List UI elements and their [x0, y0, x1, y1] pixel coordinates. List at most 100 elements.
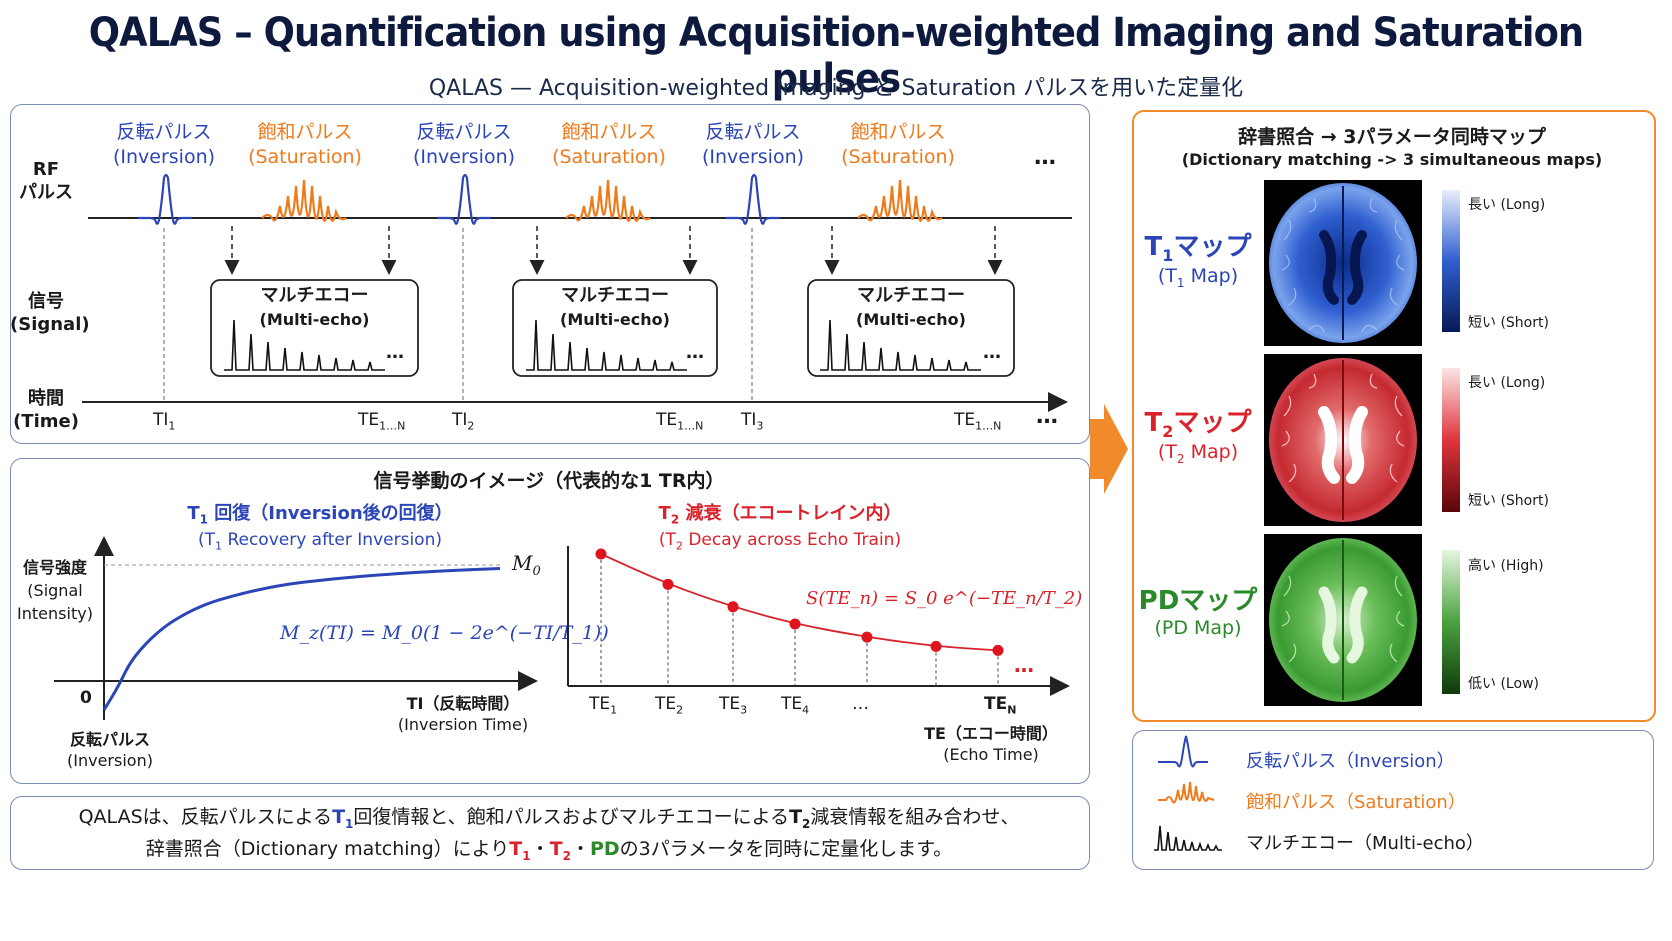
- multiecho-label-2: マルチエコー(Multi-echo): [560, 285, 670, 330]
- pd-colorbar-bottom: 低い (Low): [1468, 676, 1539, 692]
- te-label-3: TE1…N: [954, 410, 1002, 433]
- t2-decay-point: [789, 618, 801, 630]
- t1-recovery-chart: [54, 536, 538, 720]
- footer-text: QALASは、反転パルスによるT1回復情報と、飽和パルスおよびマルチエコーによる…: [78, 806, 1020, 863]
- pd-colorbar: [1442, 550, 1460, 694]
- t2-decay-point: [861, 631, 873, 643]
- saturation-label-3: 飽和パルス(Saturation): [841, 121, 955, 168]
- inversion-pulse-1: [138, 173, 192, 225]
- inversion-label-3: 反転パルス(Inversion): [701, 121, 805, 168]
- zero-label: 0: [80, 688, 92, 708]
- legend-inversion: 反転パルス（Inversion）: [1246, 751, 1455, 772]
- legend-panel: [1132, 730, 1654, 870]
- time-label-jp: 時間: [28, 388, 64, 409]
- signal-label-en: (Signal): [10, 314, 90, 336]
- t2-decay-point: [930, 640, 942, 652]
- saturation-pulse-2: [565, 179, 651, 222]
- te-tick-label: TE1: [589, 694, 618, 717]
- footer-panel: [10, 796, 1090, 870]
- pd-brain-image: [1269, 538, 1417, 702]
- page-subtitle: QALAS — Acquisition-weighted Imaging と S…: [428, 76, 1244, 101]
- time-ellipsis: …: [1036, 404, 1058, 429]
- t1-map-label: T1マップ (T1 Map): [1144, 232, 1252, 290]
- t2-decay-point: [727, 601, 739, 613]
- saturation-label-2: 飽和パルス(Saturation): [552, 121, 666, 168]
- t2-formula: S(TE_n) = S_0 e^(−TE_n/T_2): [806, 588, 1083, 609]
- sequence-ellipsis-top: …: [1034, 145, 1056, 170]
- echo-train-2: [526, 319, 687, 371]
- te-label-1: TE1…N: [358, 410, 406, 433]
- pd-map-label: PDマップ (PD Map): [1138, 586, 1258, 639]
- t2-decay-point: [595, 548, 607, 560]
- signal-panel-title: 信号挙動のイメージ（代表的な1 TR内）: [373, 470, 725, 492]
- t1-colorbar: [1442, 190, 1460, 332]
- inversion-legend-icon: [1158, 735, 1208, 768]
- t1-formula: M_z(TI) = M_0(1 − 2e^(−TI/T_1)): [280, 622, 609, 644]
- flow-arrow-icon: [1090, 404, 1128, 494]
- echo-train-1: [224, 319, 385, 371]
- saturation-pulse-1: [261, 179, 347, 222]
- te-tick-label: TE2: [655, 694, 684, 717]
- echo-train: [224, 319, 981, 371]
- m0-label: M0: [512, 551, 541, 579]
- t1-recovery-curve: [102, 566, 501, 711]
- sequence-panel: [10, 104, 1090, 444]
- multiecho-box-1: [210, 279, 419, 377]
- time-label-en: (Time): [13, 411, 79, 433]
- multiecho-legend-icon: [1154, 825, 1222, 851]
- page-title: QALAS – Quantification using Acquisition…: [88, 10, 1584, 102]
- inversion-pulse-2: [437, 173, 491, 225]
- te-x-label: TE（エコー時間）(Echo Time): [924, 724, 1058, 764]
- ti-label-1: TI1: [153, 410, 176, 433]
- te-tick-label: TE3: [719, 694, 748, 717]
- t2-decay-ellipsis: …: [1014, 653, 1034, 677]
- t2-decay-curve: [600, 553, 999, 652]
- t1-brain-map: [1264, 180, 1422, 346]
- multiecho-ellipsis-3: …: [983, 342, 1001, 363]
- te-label-2: TE1…N: [656, 410, 704, 433]
- inversion-label-2: 反転パルス(Inversion): [412, 121, 516, 168]
- inversion-label-1: 反転パルス(Inversion): [112, 121, 216, 168]
- legend-icons: [1154, 735, 1222, 851]
- t2-map-label: T2マップ (T2 Map): [1144, 408, 1252, 466]
- t2-colorbar: [1442, 368, 1460, 512]
- signal-panel: [10, 458, 1090, 784]
- te-tick-label: …: [852, 694, 869, 714]
- multiecho-ellipsis-1: …: [386, 342, 404, 363]
- t2-title: T2 減衰（エコートレイン内）(T2 Decay across Echo Tra…: [658, 503, 902, 553]
- legend-multiecho: マルチエコー（Multi-echo）: [1246, 833, 1484, 854]
- ti-x-label: TI（反転時間）(Inversion Time): [397, 694, 529, 734]
- ti-label-3: TI3: [741, 410, 764, 433]
- inversion-point-label: 反転パルス(Inversion): [67, 730, 153, 770]
- t2-decay-point: [662, 578, 674, 590]
- signal-label: 信号 (Signal): [10, 290, 90, 337]
- multiecho-label-3: マルチエコー(Multi-echo): [856, 285, 966, 330]
- echo-train-3: [820, 319, 981, 371]
- t2-brain-map: [1264, 354, 1422, 526]
- t1-colorbar-bottom: 短い (Short): [1468, 315, 1549, 331]
- multiecho-label-1: マルチエコー(Multi-echo): [259, 285, 370, 330]
- pd-colorbar-top: 高い (High): [1468, 558, 1544, 574]
- saturation-label-1: 飽和パルス(Saturation): [248, 121, 362, 168]
- t2-brain-image: [1269, 358, 1417, 522]
- saturation-pulse-3: [857, 179, 943, 222]
- multiecho-ellipsis-2: …: [686, 342, 704, 363]
- maps-subtitle: (Dictionary matching -> 3 simultaneous m…: [1181, 150, 1603, 169]
- t1-colorbar-top: 長い (Long): [1468, 197, 1546, 213]
- t1-brain-image: [1269, 183, 1417, 343]
- inversion-pulse-3: [726, 173, 780, 225]
- maps-title: 辞書照合 → 3パラメータ同時マップ: [1238, 126, 1546, 148]
- saturation-legend-icon: [1158, 781, 1215, 804]
- t2-decay-point: [992, 644, 1004, 656]
- t2-decay-chart: …: [567, 546, 1070, 696]
- time-label: 時間 (Time): [10, 387, 82, 434]
- multiecho-box-3: [807, 279, 1015, 377]
- signal-label-jp: 信号: [28, 291, 64, 312]
- t2-colorbar-bottom: 短い (Short): [1468, 493, 1549, 509]
- sequence-diagram: [82, 173, 1072, 412]
- t1-title: T1 回復（Inversion後の回復）(T1 Recovery after I…: [187, 503, 453, 553]
- multiecho-box-2: [512, 279, 718, 377]
- te-tick-label: TE4: [781, 694, 810, 717]
